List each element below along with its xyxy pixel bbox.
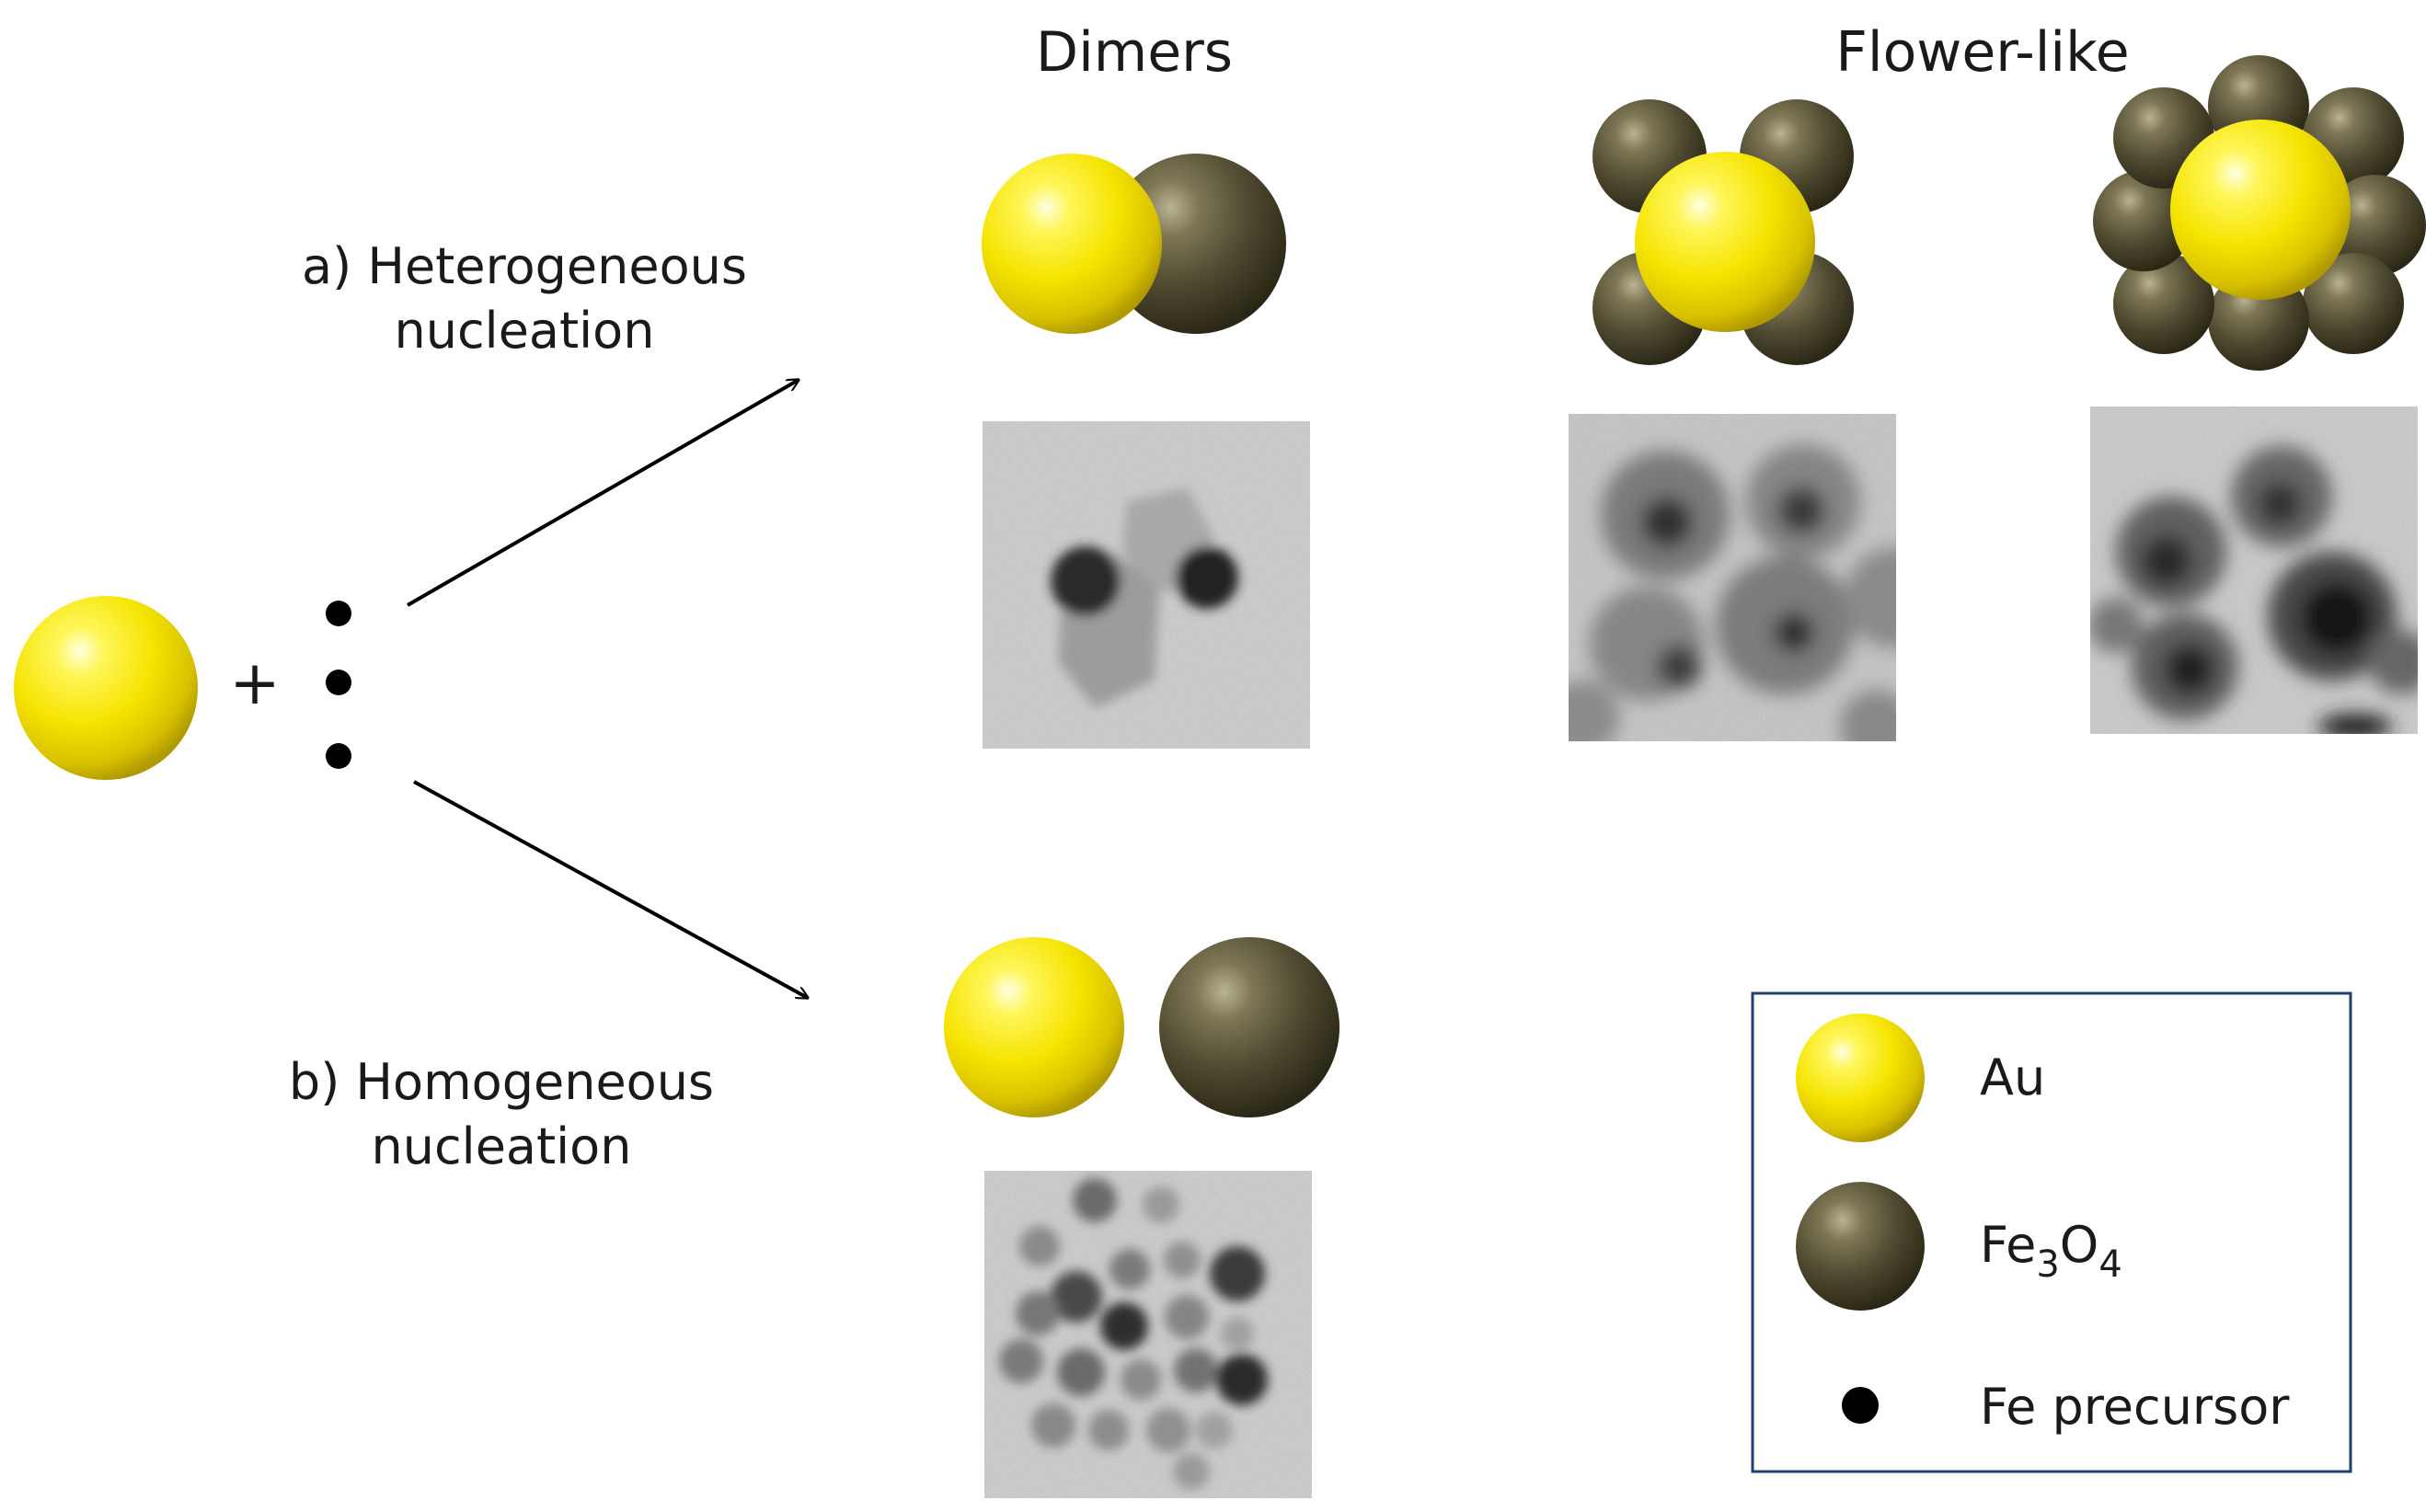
dimers-title: Dimers — [1036, 20, 1233, 85]
legend: Au Fe3O4 Fe precursor — [1751, 991, 2352, 1473]
precursor-dot — [326, 670, 351, 695]
legend-au-swatch — [1796, 1014, 1925, 1142]
tem-image-dimers — [983, 421, 1310, 749]
tem-image-flower-4 — [1569, 414, 1896, 741]
dimer-model — [982, 154, 1286, 334]
plus-sign: + — [229, 647, 280, 718]
au-separate-sphere — [944, 937, 1124, 1117]
precursor-dot — [326, 601, 351, 626]
flower-like-title: Flower-like — [1835, 20, 2129, 85]
legend-au-label: Au — [1980, 1048, 2045, 1106]
flower-model-8 — [2093, 55, 2426, 371]
flower-model-4 — [1592, 99, 1854, 365]
heterogeneous-label: a) Heterogeneous — [302, 237, 747, 295]
homogeneous-label-line2: nucleation — [372, 1117, 632, 1175]
homogeneous-arrow — [413, 780, 808, 998]
au-seed-sphere — [14, 596, 198, 780]
legend-fe3o4-label: Fe3O4 — [1980, 1216, 2122, 1286]
tem-image-flower-8 — [2090, 407, 2418, 734]
heterogeneous-label-line2: nucleation — [395, 302, 655, 360]
legend-precursor-swatch — [1842, 1387, 1879, 1424]
tem-image-homogeneous — [984, 1171, 1312, 1498]
heterogeneous-arrow — [407, 380, 799, 607]
legend-fe3o4-swatch — [1796, 1182, 1925, 1311]
precursor-dot — [326, 743, 351, 769]
homogeneous-label: b) Homogeneous — [289, 1053, 714, 1111]
legend-precursor-label: Fe precursor — [1980, 1378, 2290, 1436]
fe3o4-separate-sphere — [1159, 937, 1339, 1117]
